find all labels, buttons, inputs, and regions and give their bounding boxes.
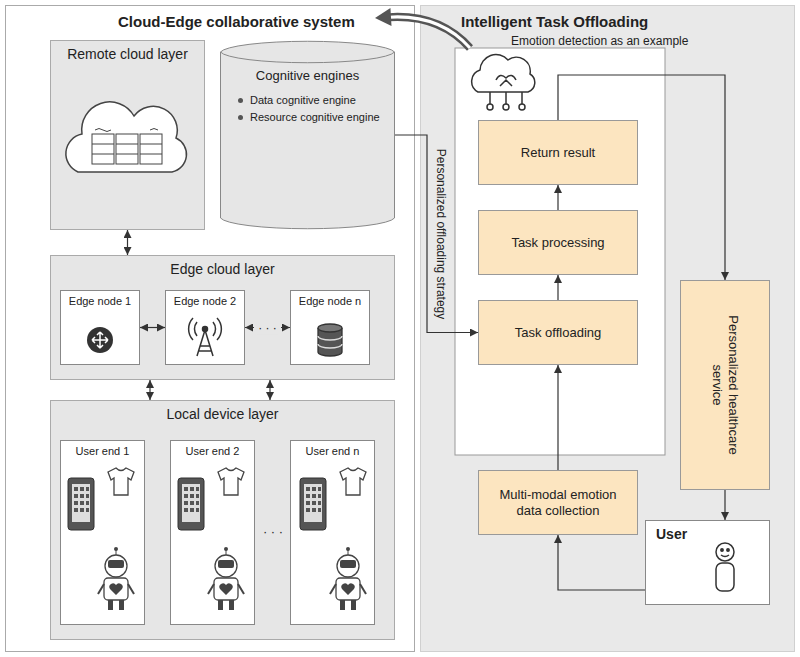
process-box: Task offloading [478,300,638,365]
edge-label: · · · [256,320,279,334]
user-end-box: User end n [290,440,375,625]
user-box: User [645,520,770,605]
user-device-icons [68,468,366,610]
process-box: Task processing [478,210,638,275]
node-title: Edge node 2 [166,291,244,308]
double-arrow [375,8,470,48]
connector [557,185,558,210]
offloading-panel: Intelligent Task OffloadingEmotion detec… [420,5,795,652]
node-title: Edge cloud layer [51,256,394,278]
cloud-illustration [66,102,187,172]
service-box: Personalized healthcare service [680,280,770,490]
arrow-outer [389,17,470,48]
layer-box: Edge cloud layerEdge node 1 Edge node 2 Ed… [50,255,395,380]
node-title: Return result [521,145,595,161]
connector [558,75,725,280]
connector [149,380,150,400]
connector [557,365,558,470]
connector [724,490,725,520]
node-title: Local device layer [51,401,394,423]
node-title: User [646,521,769,543]
connector [558,535,645,590]
system-frame: Cloud-Edge collaborative systemRemote cl… [5,5,415,652]
node-title: User end 2 [171,441,254,458]
database-icon [318,324,342,356]
user-figure [716,543,734,591]
node-text: Resource cognitive engine [220,111,395,124]
node-title: Personalized healthcare service [709,300,740,470]
node-title: Edge node n [291,291,369,308]
ellipsis-label: · · · [263,524,283,540]
user-end-box: User end 1 [60,440,145,625]
node-title: User end 1 [61,441,144,458]
engine-cylinder: Cognitive enginesData cognitive engineRe… [220,40,395,230]
arrow-head [375,8,392,26]
node-text: Data cognitive engine [220,94,395,107]
process-box: Multi-modal emotion data collection [478,470,638,535]
connector [127,230,128,255]
arrow-inner [389,17,470,48]
node-title: Edge node 1 [61,291,139,308]
node-title: Cognitive engines [220,40,395,90]
panel-ground [420,5,795,652]
node-title: Intelligent Task Offloading [421,6,794,31]
cloud-brain-icon [472,55,535,110]
node-title: Task offloading [515,325,602,341]
connector [269,380,270,400]
connector [140,327,165,328]
node-title: User end n [291,441,374,458]
process-box: Return result [478,120,638,185]
cylinder-rim [221,52,395,63]
bullet-dot [238,98,243,103]
node-title: Cloud-Edge collaborative system [6,6,414,31]
connector [557,275,558,300]
router-icon [87,327,113,353]
user-end-box: User end 2 [170,440,255,625]
node-text: Emotion detection as an example [421,31,794,48]
node-title: Task processing [511,235,604,251]
antenna-icon [189,318,222,356]
edge-label: Personalized offloading strategy [434,148,448,319]
node-title: Multi-modal emotion data collection [487,487,629,518]
bullet-dot [238,115,243,120]
node-title: Remote cloud layer [51,41,204,63]
connector [395,135,478,333]
offloading-frame [455,48,665,455]
